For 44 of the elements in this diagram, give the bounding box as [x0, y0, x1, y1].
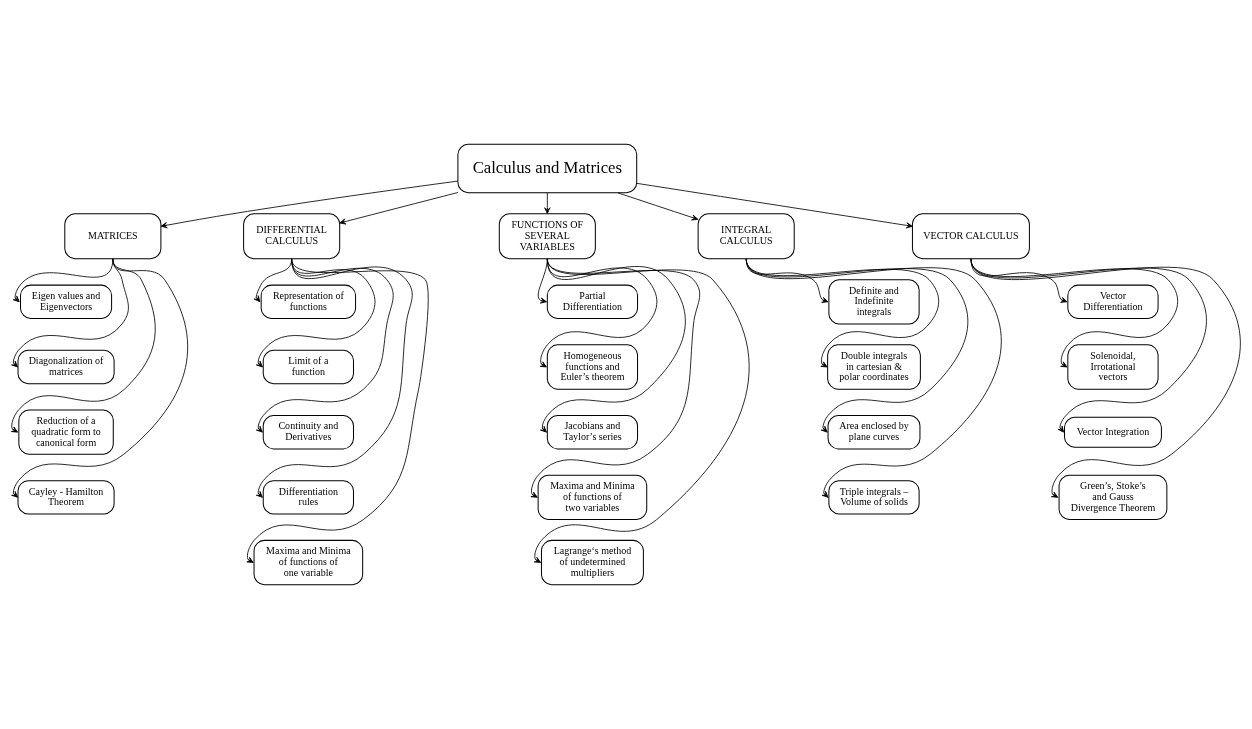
node-box: VECTOR CALCULUS	[911, 213, 1030, 260]
node-box: Partial Differentiation	[546, 284, 639, 320]
node-box: Homogeneous functions and Euler’s theorem	[546, 344, 639, 390]
node-box: Diagonalization of matrices	[17, 349, 115, 385]
arrow	[970, 258, 1068, 303]
arrow	[970, 258, 1241, 498]
arrow	[636, 182, 913, 229]
arrow	[530, 258, 701, 498]
arrow	[617, 192, 699, 221]
node-box: Reduction of a quadratic form to canonical form	[18, 409, 114, 455]
node-box: Solenoidal, Irrotational vectors	[1067, 344, 1159, 390]
node-box: Vector Integration	[1064, 416, 1162, 448]
arrow	[539, 258, 658, 368]
node-box: Maxima and Minima of functions of two variables	[537, 474, 648, 520]
node-box: DIFFERENTIAL CALCULUS	[243, 213, 341, 260]
node-box: Representation of functions	[260, 284, 357, 320]
arrow	[970, 258, 1207, 433]
node-box: MATRICES	[64, 213, 162, 260]
node-box: Vector Differentiation	[1067, 284, 1159, 320]
node-box: Green’s, Stoke’s and Gauss Divergence Theorem	[1058, 474, 1168, 520]
node-box: Continuity and Derivatives	[262, 414, 354, 450]
node-box: Triple integrals – Volume of solids	[828, 480, 920, 515]
node-box: Double integrals in cartesian & polar coordinates	[827, 344, 921, 390]
node-box: Cayley - Hamilton Theorem	[17, 480, 115, 515]
node-box: Jacobians and Taylor’s series	[546, 414, 639, 450]
node-box: Eigen values and Eigenvectors	[20, 284, 113, 320]
arrow	[339, 192, 459, 225]
arrow	[537, 258, 548, 304]
node-box: Definite and Indefinite integrals	[828, 279, 920, 325]
node-box: Area enclosed by plane curves	[827, 414, 921, 450]
node-box: Calculus and Matrices	[457, 143, 638, 194]
node-box: Lagrange‘s method of undetermined multipliers	[540, 539, 644, 586]
arrow	[160, 180, 459, 229]
node-box: FUNCTIONS OF SEVERAL VARIABLES	[498, 213, 596, 260]
arrow	[11, 258, 189, 498]
arrow	[533, 258, 750, 563]
node-box: INTEGRAL CALCULUS	[697, 213, 795, 260]
arrow	[745, 258, 1002, 498]
arrow	[970, 258, 1179, 368]
node-box: Limit of a function	[262, 349, 354, 385]
node-box: Differentiation rules	[262, 480, 354, 515]
node-box: Maxima and Minima of functions of one variable	[253, 539, 364, 586]
arrow	[544, 192, 551, 214]
arrow	[246, 258, 429, 563]
